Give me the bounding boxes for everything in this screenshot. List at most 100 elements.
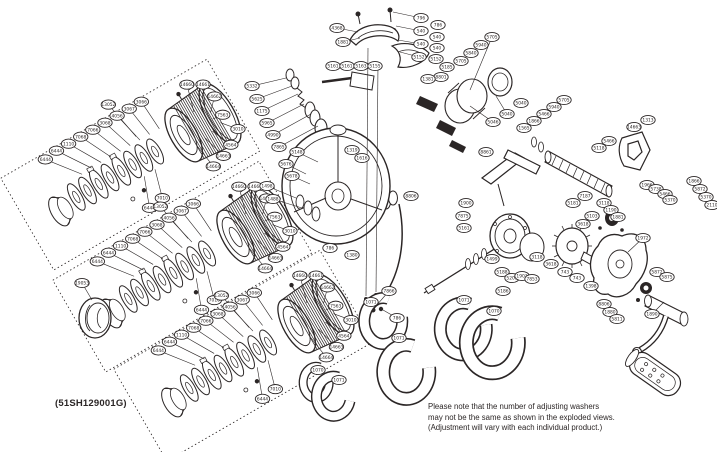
- callout: 3068: [149, 219, 183, 248]
- callout-label: 14662: [208, 94, 222, 100]
- callout-label: 3068: [212, 311, 223, 317]
- callout: 7066: [198, 315, 234, 343]
- callout: 5185: [439, 61, 455, 73]
- callout-label: 5181: [567, 201, 578, 207]
- callout-label: 540: [433, 46, 442, 52]
- callout-label: 743: [573, 276, 582, 282]
- callout: 5186: [495, 285, 511, 297]
- callout: 5040: [513, 97, 529, 109]
- callout: 3010: [272, 224, 298, 237]
- callout-label: 1070: [488, 309, 499, 315]
- callout: 8801: [433, 71, 449, 83]
- callout: 5811: [609, 313, 625, 325]
- callout-label: 5185: [441, 65, 452, 71]
- callout-label: 5103: [586, 214, 597, 220]
- callout: 3618: [575, 218, 591, 230]
- callout-label: 14664: [258, 266, 272, 272]
- callout-label: 5370: [700, 195, 711, 201]
- callout: 3066: [185, 198, 212, 232]
- callout: 1110: [60, 138, 102, 163]
- callout-label: 5201: [506, 276, 517, 282]
- callout: 14664: [308, 335, 334, 363]
- callout: 14661: [308, 270, 324, 300]
- callout-label: 1903: [516, 274, 527, 280]
- callout: 5040: [495, 95, 515, 120]
- callout-label: 5940: [475, 43, 486, 49]
- callout-label: 7068: [127, 236, 138, 242]
- callout-label: 1881: [337, 40, 348, 46]
- callout-label: 1881: [612, 215, 623, 221]
- callout-label: 3618: [545, 262, 556, 268]
- callout-label: 3066: [249, 290, 260, 296]
- callout-label: 5161: [341, 64, 352, 70]
- callout-label: 3067: [237, 297, 248, 303]
- callout: 4564: [264, 233, 291, 252]
- callout-label: 5161: [327, 64, 338, 70]
- spool-guards: [298, 292, 526, 422]
- callout: 3010: [220, 122, 246, 135]
- callout-label: 5040: [501, 112, 512, 118]
- callout-label: 1071: [365, 300, 376, 306]
- callout-label: 1866: [528, 119, 539, 125]
- callout-label: 14660: [232, 184, 246, 190]
- callout-label: 6444: [196, 307, 207, 313]
- callout: 1071: [363, 296, 379, 308]
- callout: 1616: [354, 152, 370, 164]
- callout-label: 1110: [63, 141, 74, 147]
- callout: 5163: [353, 60, 369, 72]
- callout-label: 7068: [188, 325, 199, 331]
- callout-label: 786: [434, 23, 443, 29]
- callout-label: 6444: [51, 148, 62, 154]
- callout-label: 4368: [331, 26, 342, 32]
- callout: 6444: [37, 154, 83, 175]
- callout-label: 5466: [603, 139, 614, 145]
- callout: 1488: [265, 193, 303, 209]
- callout: 13052: [152, 201, 189, 239]
- callout: 5370: [662, 194, 678, 206]
- callout: 5940: [546, 101, 562, 113]
- callout-label: 3067: [176, 208, 187, 214]
- callout-label: 3067: [124, 106, 135, 112]
- callout: 540: [429, 42, 445, 54]
- callout: 1890: [644, 301, 665, 320]
- callout: 6444: [254, 367, 271, 404]
- callout-label: 1175: [256, 109, 267, 115]
- callout-label: 5466: [659, 192, 670, 198]
- callout-label: 786: [393, 316, 402, 322]
- callout: 6444: [161, 336, 205, 360]
- callout-label: 5678: [286, 174, 297, 180]
- callout-label: 1110: [115, 243, 126, 249]
- callout-label: 1565: [518, 126, 529, 132]
- callout: 1380: [344, 249, 360, 261]
- callout-label: 7066: [200, 318, 211, 324]
- callout: 5118: [591, 142, 607, 154]
- callout-label: 8806: [405, 194, 416, 200]
- callout-label: 3010: [284, 229, 295, 235]
- callout-label: 7010: [209, 298, 220, 304]
- callout-label: 5148: [291, 150, 302, 156]
- callout: 7010: [267, 360, 284, 395]
- callout: 540: [429, 31, 445, 43]
- callout: 7563: [264, 211, 283, 222]
- callout: 5705: [453, 55, 469, 67]
- callout: 7066: [85, 124, 121, 152]
- callout: 4564: [212, 131, 239, 150]
- callout: 3118: [529, 251, 545, 263]
- callout: 6444: [89, 256, 135, 277]
- note-line-1: Please note that the number of adjusting…: [428, 402, 600, 411]
- callout: 4368: [329, 22, 359, 34]
- callout-label: 8801: [435, 75, 446, 81]
- callout-label: 4056: [163, 215, 174, 221]
- callout: 4990: [265, 113, 312, 141]
- callout: 14662: [319, 282, 336, 304]
- callout-label: 540: [417, 42, 426, 48]
- callout-label: 7866: [383, 289, 394, 295]
- callout-label: 1498: [261, 184, 272, 190]
- callout: 1565: [516, 122, 532, 134]
- callout: 5161: [325, 60, 341, 72]
- callout: 743: [557, 266, 573, 278]
- callout: 5148: [289, 146, 319, 163]
- callout: 786: [430, 19, 446, 31]
